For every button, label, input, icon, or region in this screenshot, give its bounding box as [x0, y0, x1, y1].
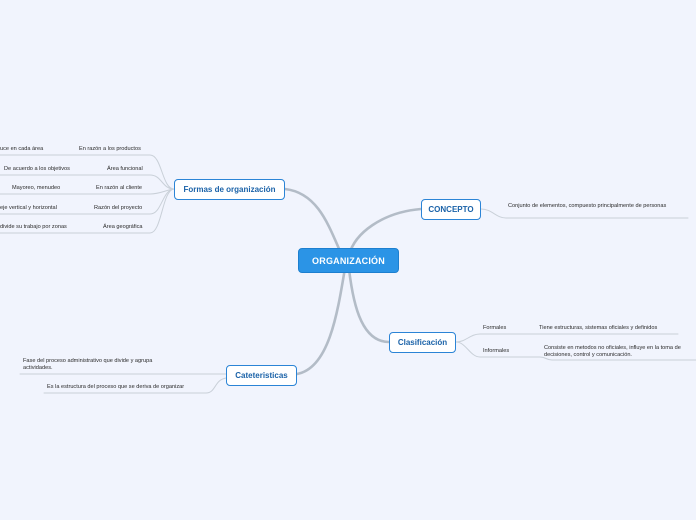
concepto-node-label: CONCEPTO: [428, 205, 474, 214]
root-node-label: ORGANIZACIÓN: [312, 255, 385, 266]
clasificacion-node-label: Clasificación: [397, 338, 448, 347]
caracteristicas-item-estructura: Es la estructura del proceso que se deri…: [47, 384, 185, 390]
formas-organizacion-node-label: Formas de organización: [183, 185, 276, 194]
formas-item-funcional-text: De acuerdo a los objetivos: [4, 166, 70, 172]
caracteristicas-node-label: Cateteristicas: [235, 371, 288, 380]
clasificacion-formales-label: Formales: [483, 325, 507, 331]
caracteristicas-node[interactable]: Cateteristicas: [226, 365, 297, 386]
formas-item-funcional-label: Área funcional: [107, 166, 143, 172]
caracteristicas-item-fase: Fase del proceso administrativo que divi…: [23, 358, 153, 371]
concepto-node[interactable]: CONCEPTO: [421, 199, 481, 220]
clasificacion-node[interactable]: Clasificación: [389, 332, 456, 353]
clasificacion-formales-text: Tiene estructuras, sistemas oficiales y …: [539, 325, 658, 331]
concepto-description: Conjunto de elementos, compuesto princip…: [508, 203, 667, 209]
formas-item-cliente-text: Mayoreo, menudeo: [12, 185, 61, 191]
formas-item-productos-text: uce en cada área: [0, 146, 44, 152]
formas-item-proyecto-text: eje vertical y horizontal: [0, 205, 57, 211]
formas-item-proyecto-label: Razón del proyecto: [94, 205, 143, 211]
formas-item-productos-label: En razón a los productos: [79, 146, 141, 152]
formas-item-cliente-label: En razón al cliente: [96, 185, 143, 191]
root-node[interactable]: ORGANIZACIÓN: [298, 248, 399, 273]
formas-item-geografica-text: divide su trabajo por zonas: [0, 224, 67, 230]
clasificacion-informales-label: Informales: [483, 348, 510, 354]
clasificacion-informales-text: Consiste en metodos no oficiales, influy…: [544, 345, 681, 358]
formas-organizacion-node[interactable]: Formas de organización: [174, 179, 285, 200]
formas-item-geografica-label: Área geográfica: [103, 224, 143, 230]
